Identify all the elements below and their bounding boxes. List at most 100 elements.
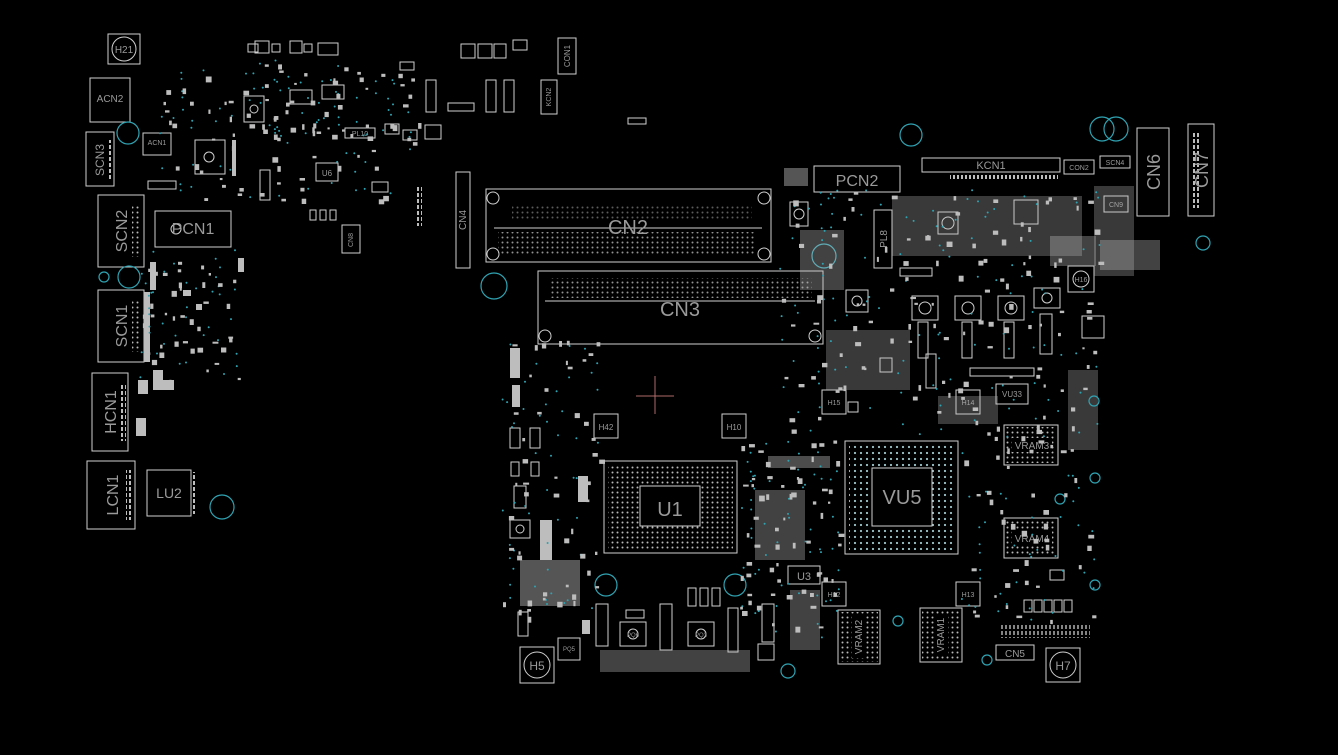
via — [192, 163, 195, 166]
via — [1195, 235, 1211, 251]
pad — [797, 478, 803, 484]
via — [938, 244, 941, 247]
via — [827, 197, 830, 200]
pad — [790, 466, 796, 470]
pad — [222, 184, 226, 188]
lcn1-label: LCN1 — [105, 474, 122, 515]
pad — [1060, 450, 1067, 454]
pad — [299, 178, 305, 181]
via — [741, 605, 744, 608]
via — [796, 311, 799, 314]
via — [750, 536, 753, 539]
via — [1091, 530, 1094, 533]
via — [1020, 275, 1023, 278]
via — [776, 541, 779, 544]
pad — [175, 166, 180, 171]
via — [912, 219, 915, 222]
acn2-label: ACN2 — [97, 94, 124, 105]
pad — [228, 336, 234, 339]
con2-label: CON2 — [1069, 165, 1089, 172]
pad — [993, 199, 999, 203]
via — [973, 419, 976, 422]
via — [409, 131, 412, 134]
pad — [908, 324, 911, 330]
chip-vu5: VU5 — [844, 440, 959, 555]
via — [804, 540, 807, 543]
pad — [313, 123, 317, 129]
via — [501, 509, 504, 512]
via — [345, 152, 348, 155]
pad — [810, 593, 814, 597]
pad — [793, 200, 799, 207]
via — [252, 72, 255, 75]
via — [1001, 384, 1004, 387]
pad — [942, 380, 946, 384]
chip-vram2: VRAM2 — [837, 609, 881, 665]
pad — [791, 324, 796, 327]
via — [235, 365, 238, 368]
pad — [975, 420, 979, 426]
connector-acn1: ACN1 — [142, 132, 172, 156]
pad — [740, 575, 744, 581]
pad — [572, 594, 577, 600]
pad — [890, 338, 894, 344]
via — [902, 359, 905, 362]
pad — [565, 360, 568, 366]
pad — [178, 261, 183, 265]
via — [1082, 248, 1085, 251]
via — [335, 90, 337, 93]
via — [590, 371, 593, 374]
via — [878, 307, 880, 310]
via — [556, 518, 559, 521]
via — [276, 80, 279, 83]
pad — [961, 396, 965, 400]
via — [355, 189, 357, 192]
pad — [599, 459, 605, 464]
via — [509, 343, 512, 346]
via — [333, 105, 336, 108]
pad — [503, 602, 506, 608]
pad — [203, 301, 209, 304]
via — [180, 71, 183, 74]
pad — [591, 438, 596, 441]
via — [954, 218, 957, 221]
via — [939, 404, 942, 407]
via — [750, 508, 753, 511]
pad — [596, 342, 601, 347]
pad — [767, 476, 773, 480]
pad — [1021, 436, 1026, 442]
scn1-label: SCN1 — [114, 305, 131, 348]
via — [1078, 431, 1081, 434]
cursor-crosshair — [636, 376, 674, 414]
via — [509, 596, 512, 599]
via — [211, 290, 214, 293]
pad — [799, 243, 805, 248]
via — [230, 318, 232, 321]
pad — [751, 484, 754, 488]
pad — [856, 303, 860, 306]
pad — [1043, 510, 1049, 515]
pad — [281, 198, 286, 202]
via — [1043, 344, 1046, 347]
pad — [987, 346, 993, 349]
via — [218, 107, 221, 110]
mount-hole-h13: H13 — [955, 581, 981, 607]
pad — [163, 101, 166, 106]
via — [150, 291, 153, 294]
via — [797, 452, 800, 455]
pad — [974, 614, 980, 618]
pad — [172, 123, 178, 129]
pad — [1092, 615, 1097, 619]
via — [1035, 203, 1038, 206]
pad — [851, 207, 855, 212]
pad — [1083, 387, 1088, 391]
via — [301, 112, 304, 114]
via — [185, 281, 188, 284]
via — [512, 567, 515, 570]
pad — [1088, 534, 1095, 539]
pad — [246, 113, 251, 118]
via — [792, 360, 795, 362]
via — [144, 282, 147, 285]
pad — [936, 260, 939, 267]
via — [279, 89, 282, 92]
